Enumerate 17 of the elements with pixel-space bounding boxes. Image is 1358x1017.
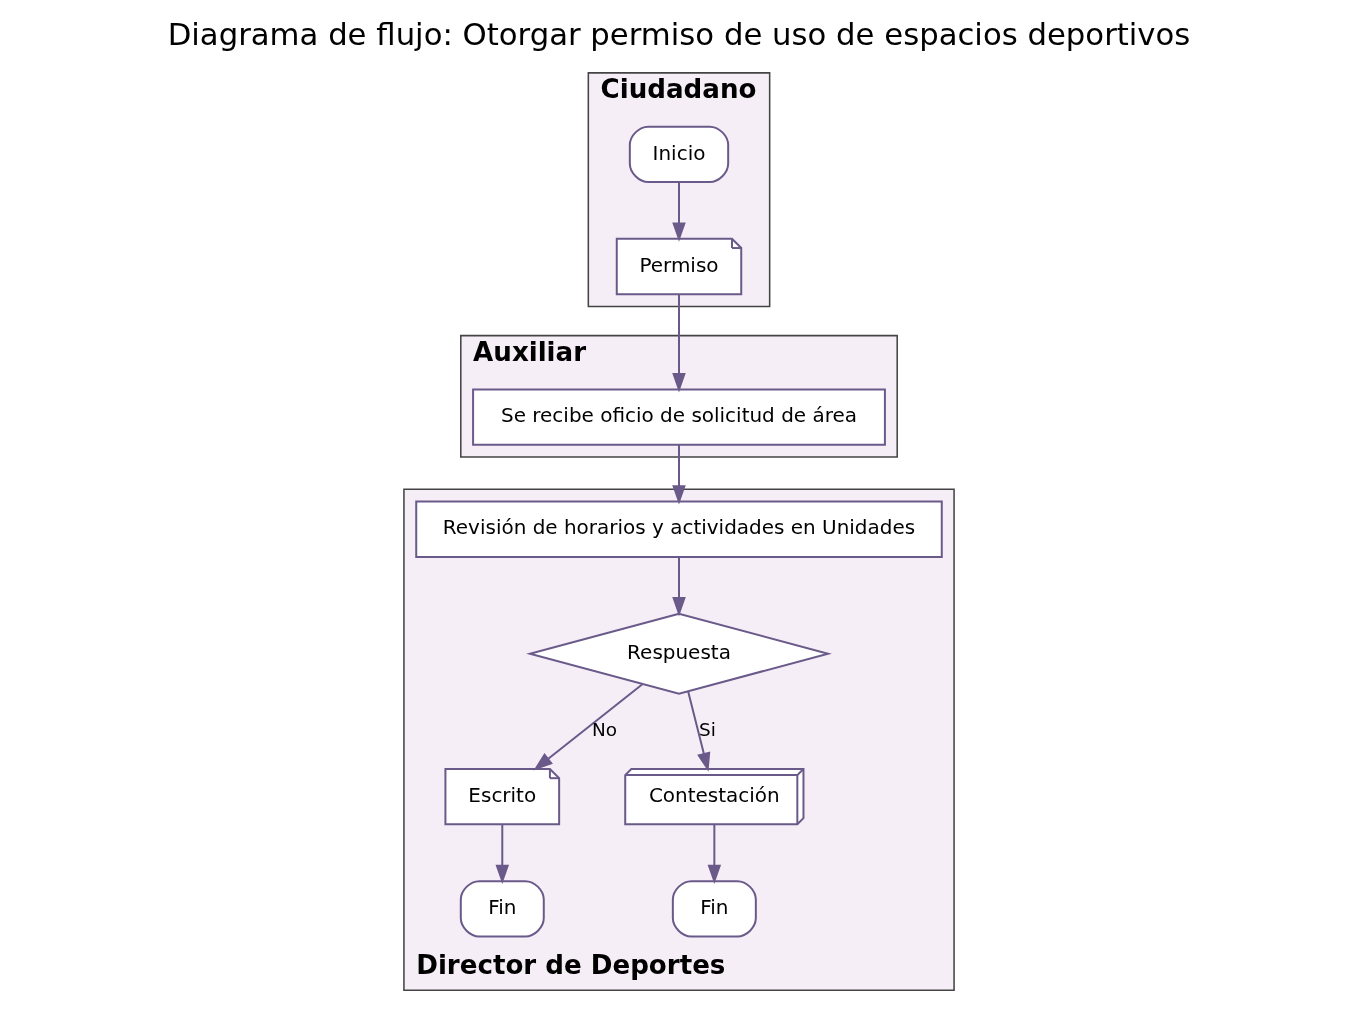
arrow	[707, 823, 722, 885]
diagram-title: Diagrama de flujo: Otorgar permiso de uso de espacios deportivos	[167, 16, 1191, 53]
arrow	[672, 181, 686, 242]
arrow	[495, 823, 510, 885]
edge-label: Si	[699, 719, 716, 741]
node-diamond: Respuesta	[526, 612, 832, 695]
arrow	[672, 293, 686, 393]
node-box: Revisión de horarios y actividades en Unidades	[415, 500, 943, 558]
node-box: Fin	[671, 880, 757, 938]
edge-label: No	[591, 719, 617, 741]
node-box: Se recibe oficio de solicitud de área	[472, 388, 886, 446]
arrow	[533, 683, 644, 771]
arrow	[672, 444, 686, 505]
node-box: Fin	[459, 880, 545, 938]
arrow	[687, 690, 711, 772]
arrow	[672, 556, 686, 617]
node-box: Inicio	[628, 125, 730, 183]
